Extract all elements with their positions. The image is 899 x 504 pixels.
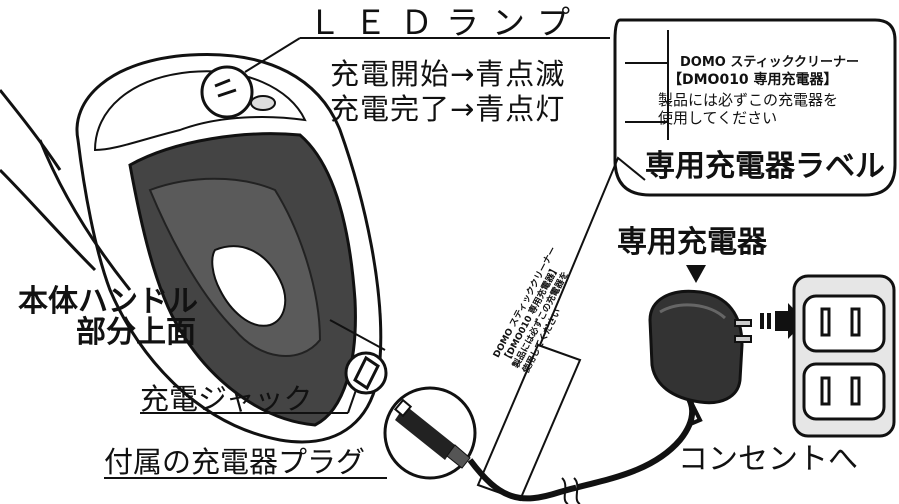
charger-adapter-icon [648, 289, 752, 427]
charger-plug-label: 付属の充電器プラグ [104, 445, 366, 479]
body-handle-label: 本体ハンドル [18, 284, 198, 319]
charger-label-line3: 製品には必ずこの充電器を [658, 91, 839, 109]
led-status-steady: 充電完了→青点灯 [330, 92, 566, 126]
dedicated-charger-label: 専用充電器 [617, 225, 767, 260]
dc-plug-icon [393, 398, 471, 469]
vacuum-handle [0, 52, 383, 444]
led-leader-line [244, 37, 301, 73]
jack-icon [353, 355, 380, 391]
down-arrow-icon [686, 265, 706, 283]
led-lamp-title: ＬＥＤランプ [308, 3, 584, 42]
led-icon [214, 78, 237, 98]
label-callout-box [613, 18, 897, 197]
charger-label-line1: DOMO スティッククリーナー [680, 55, 860, 70]
charger-cord [467, 393, 696, 502]
plug-in-arrow-icon [760, 303, 805, 339]
charging-jack-label: 充電ジャック [140, 382, 313, 416]
charger-label-line4: 使用してください [658, 109, 778, 127]
led-status-blinking: 充電開始→青点滅 [330, 57, 566, 91]
charger-label-line2: 【DMO010 専用充電器】 [668, 72, 838, 88]
charger-label-caption: 専用充電器ラベル [645, 149, 885, 184]
to-outlet-label: コンセントへ [678, 442, 858, 477]
body-handle-sublabel: 部分上面 [76, 315, 196, 350]
wall-outlet-icon [792, 274, 896, 438]
